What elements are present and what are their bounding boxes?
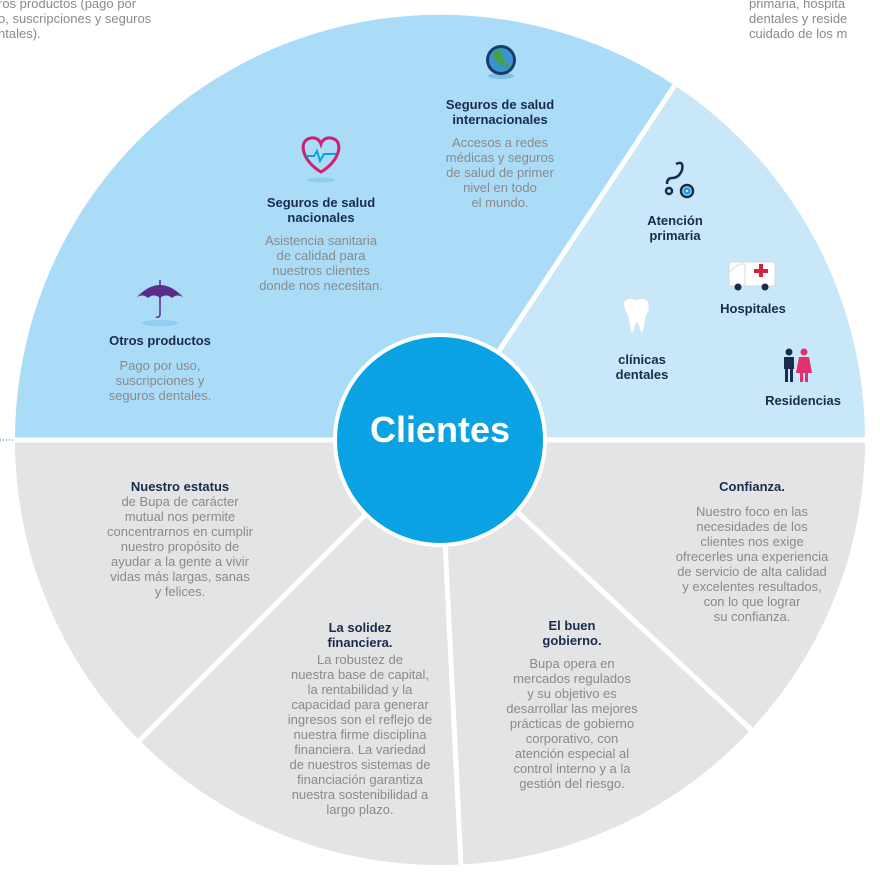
national-insurance-text: Asistencia sanitaria de calidad para nue… [259, 233, 383, 293]
residences-label: Residencias [765, 393, 841, 408]
good-governance-block: El buen gobierno. Bupa opera en mercados… [487, 618, 657, 791]
dental-clinics-label: clínicas dentales [615, 352, 669, 382]
stethoscope-icon [664, 161, 695, 199]
globe-icon [486, 45, 516, 79]
financial-soundness-block: La solidez financiera. La robustez de nu… [267, 620, 453, 817]
other-products-block: Otros productos Pago por uso, suscripcio… [80, 333, 240, 403]
tooth-icon [623, 297, 650, 333]
heart-icon [301, 136, 341, 183]
good-governance-title: El buen gobierno. [542, 618, 602, 648]
segment-facilities [440, 85, 866, 441]
mutual-status-block: Nuestro estatus de Bupa de carácter mutu… [75, 479, 285, 599]
trust-text: Nuestro foco en las necesidades de los c… [675, 504, 829, 624]
good-governance-text: Bupa opera en mercados regulados y su ob… [506, 656, 638, 791]
trust-title: Confianza. [719, 479, 785, 494]
other-products-title: Otros productos [109, 333, 211, 348]
ambulance-icon [728, 261, 776, 291]
center-circle [333, 333, 547, 547]
hospitals-label: Hospitales [720, 301, 786, 316]
cropped-caption-right: primaria, hospita dentales y reside cuid… [749, 0, 848, 41]
trust-block: Confianza. Nuestro foco en las necesidad… [647, 479, 857, 624]
financial-soundness-text: La robustez de nuestra base de capital, … [287, 652, 433, 817]
other-products-text: Pago por uso, suscripciones y seguros de… [108, 358, 212, 403]
international-insurance-block: Seguros de salud internacionales Accesos… [415, 97, 585, 210]
primary-care-label: Atención primaria [647, 213, 703, 243]
mutual-status-text: de Bupa de carácter mutual nos permite c… [107, 494, 253, 599]
national-insurance-block: Seguros de salud nacionales Asistencia s… [231, 195, 411, 293]
cropped-caption-left: ros productos (pago por o, suscripciones… [0, 0, 152, 41]
umbrella-icon [136, 280, 184, 326]
people-icon [784, 348, 812, 382]
mutual-status-title: Nuestro estatus [130, 479, 230, 494]
international-insurance-title: Seguros de salud internacionales [445, 97, 555, 127]
segment-values [15, 440, 865, 865]
international-insurance-text: Accesos a redes médicas y seguros de sal… [445, 135, 555, 210]
financial-soundness-title: La solidez financiera. [327, 620, 393, 650]
center-label: Clientes [369, 409, 511, 450]
national-insurance-title: Seguros de salud nacionales [266, 195, 376, 225]
